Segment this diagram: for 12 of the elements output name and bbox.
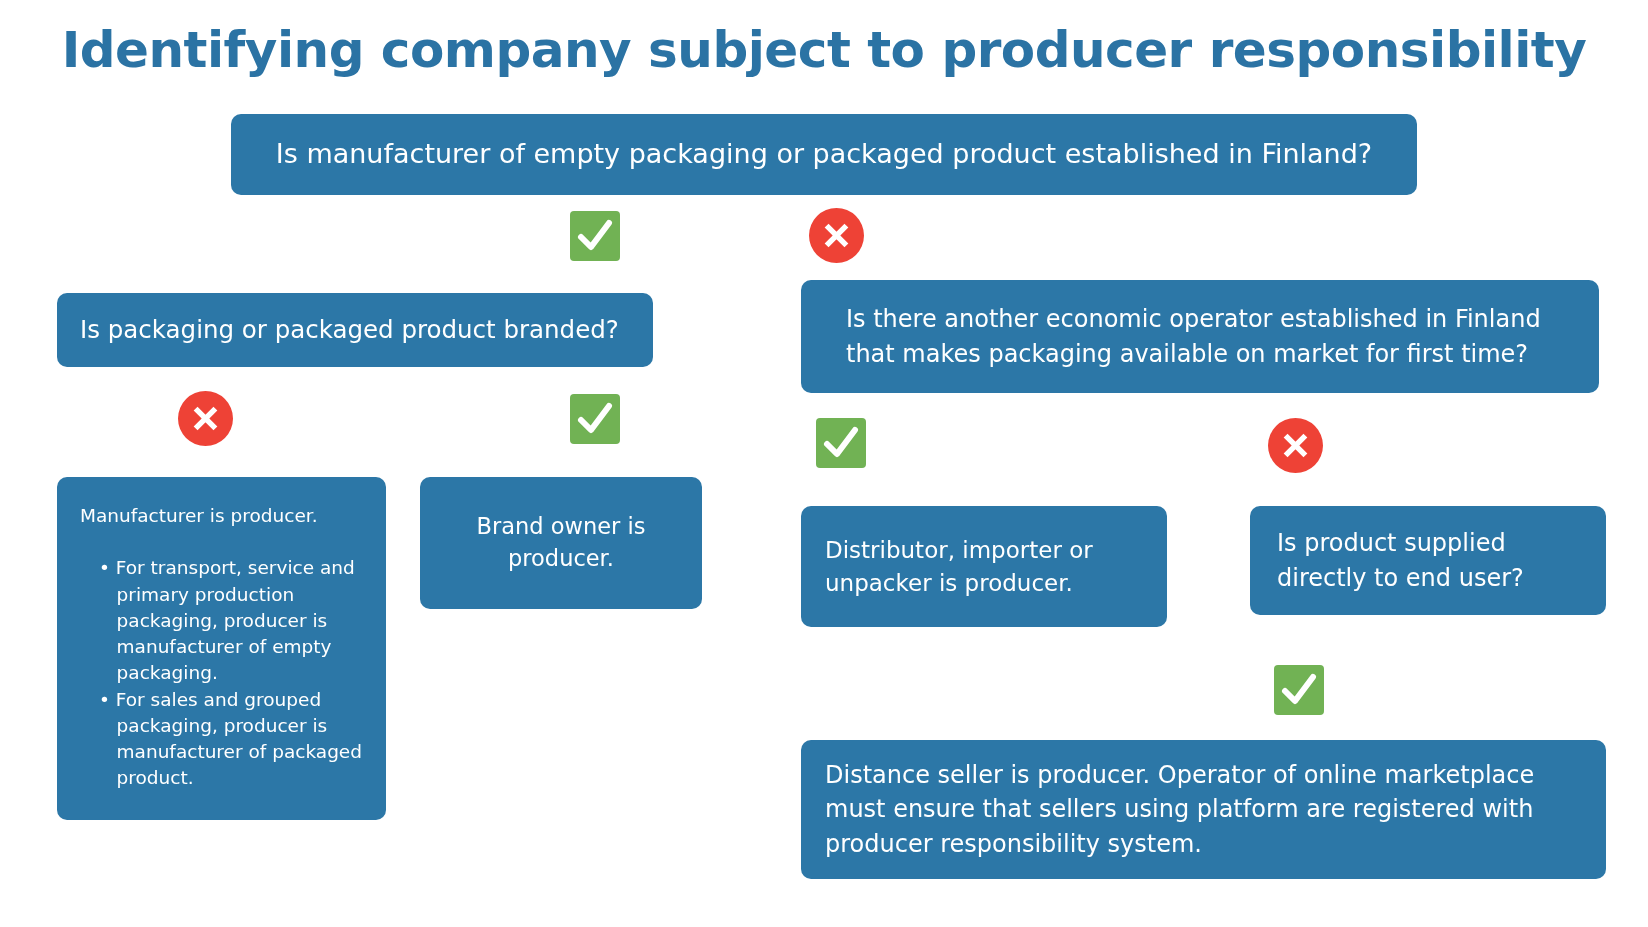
result-box [57, 477, 386, 820]
bullet-item: • For transport, service and primary production packaging, producer is manufacturer of empty packaging. [99, 556, 356, 686]
question-box: Is packaging or packaged product branded? [57, 293, 653, 367]
bullet-item: • For sales and grouped packaging, producer is manufacturer of packaged product. [99, 687, 363, 791]
result-box: Distance seller is producer. Operator of online marketplace must ensure that sellers using platform are registered with producer responsibility system. [801, 740, 1606, 879]
box-heading: Manufacturer is producer. [80, 504, 318, 528]
title: Identifying company subject to producer responsibility [61, 20, 1587, 80]
result-box: Brand owner is producer. [420, 477, 702, 609]
question-box: Is there another economic operator established in Finland that makes packaging available on market for first time? [801, 280, 1599, 393]
question-box: Is manufacturer of empty packaging or packaged product established in Finland? [231, 114, 1417, 195]
result-box: Distributor, importer or unpacker is producer. [801, 506, 1167, 627]
question-box: Is product supplied directly to end user? [1250, 506, 1606, 615]
